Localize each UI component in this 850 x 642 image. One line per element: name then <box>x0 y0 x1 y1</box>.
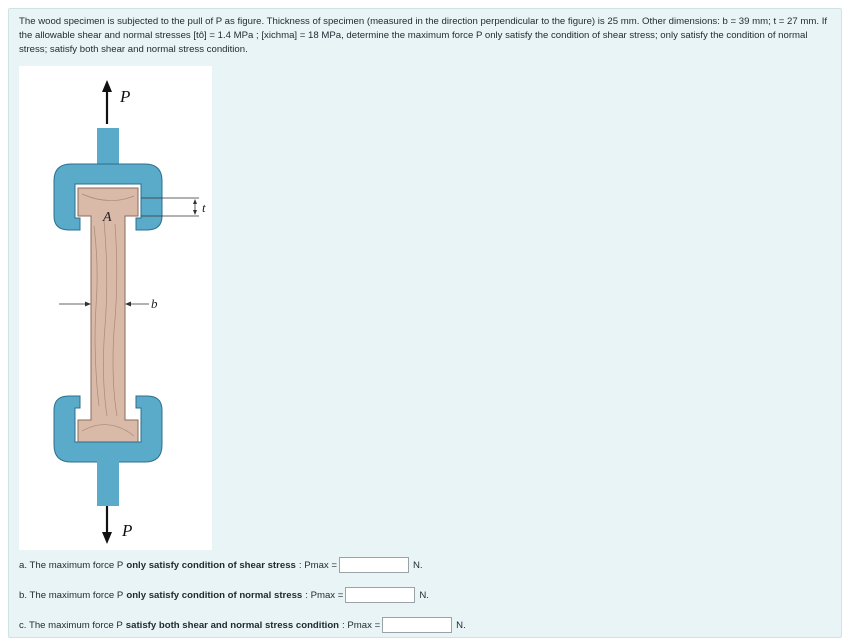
t-arrow-head-bottom <box>193 210 197 215</box>
wood-specimen <box>77 187 139 445</box>
answer-a-prefix: a. The maximum force P <box>19 559 124 571</box>
point-A-label: A <box>102 210 112 225</box>
specimen-figure: P P A <box>19 66 212 550</box>
answer-b-prefix: b. The maximum force P <box>19 589 124 601</box>
bottom-arrow-head <box>102 532 112 544</box>
answer-a-input[interactable] <box>339 557 409 573</box>
top-clamp <box>53 163 163 231</box>
answer-a-bold: only satisfy condition of shear stress <box>126 559 296 571</box>
question-panel: The wood specimen is subjected to the pu… <box>8 8 842 638</box>
t-arrow-head-top <box>193 199 197 204</box>
answer-b-input[interactable] <box>345 587 416 603</box>
answer-c-prefix: c. The maximum force P <box>19 619 123 631</box>
wood-grain-1 <box>93 225 100 407</box>
wood-grain-4 <box>81 193 135 201</box>
bottom-clamp <box>53 395 163 463</box>
answer-b-bold: only satisfy condition of normal stress <box>126 589 303 601</box>
answer-b-suffix: : Pmax = <box>305 589 344 601</box>
answer-b-unit: N. <box>419 589 429 601</box>
wood-grain-5 <box>81 424 135 437</box>
wood-grain-2 <box>103 220 108 417</box>
b-dimension-label: b <box>151 296 158 311</box>
specimen-diagram: P P A <box>53 80 206 544</box>
bottom-force-label: P <box>121 521 132 540</box>
answer-row-a: a. The maximum force P only satisfy cond… <box>19 557 423 573</box>
top-force-label: P <box>119 87 130 106</box>
answer-c-unit: N. <box>456 619 466 631</box>
b-arrow-head-right <box>125 301 131 307</box>
bottom-rod <box>97 452 119 506</box>
answer-c-input[interactable] <box>382 617 453 633</box>
question-text: The wood specimen is subjected to the pu… <box>19 16 828 55</box>
answer-c-bold: satisfy both shear and normal stress con… <box>125 619 340 631</box>
answer-row-c: c. The maximum force P satisfy both shea… <box>19 617 466 633</box>
t-dimension-label: t <box>202 200 206 215</box>
answer-a-suffix: : Pmax = <box>298 559 337 571</box>
b-arrow-head-left <box>85 301 91 307</box>
top-arrow-head <box>102 80 112 92</box>
answer-row-b: b. The maximum force P only satisfy cond… <box>19 587 429 603</box>
wood-grain-3 <box>112 223 118 417</box>
answer-c-suffix: : Pmax = <box>342 619 381 631</box>
answer-a-unit: N. <box>413 559 423 571</box>
